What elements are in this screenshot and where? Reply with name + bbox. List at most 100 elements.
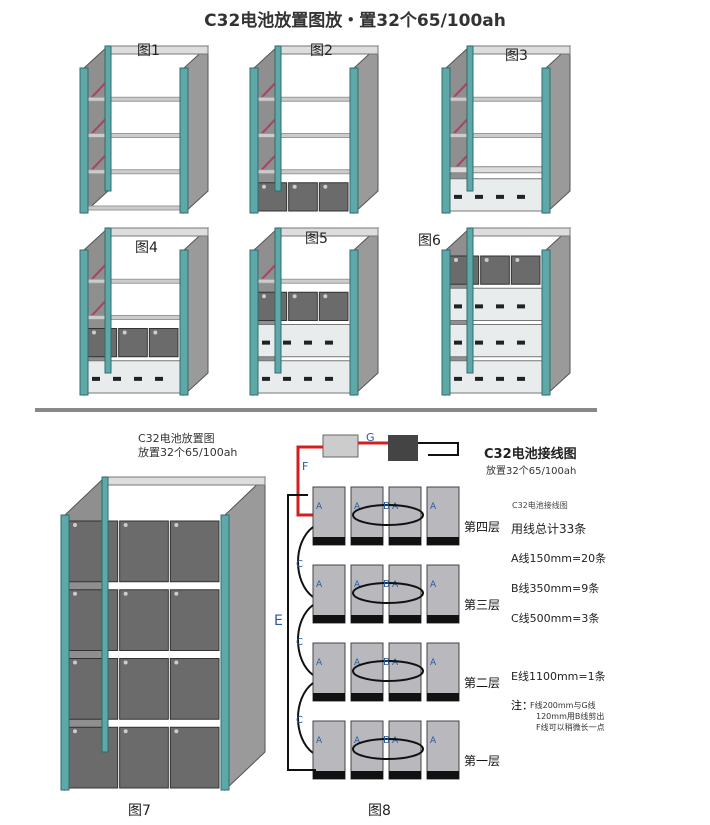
- battery: [169, 520, 220, 583]
- wire-label-a: A: [316, 736, 323, 746]
- battery-terminal: [174, 660, 179, 665]
- battery-base: [351, 615, 383, 623]
- battery-base: [313, 693, 345, 701]
- wire-label-b: B: [383, 501, 390, 512]
- battery: [68, 520, 119, 583]
- front-left-post: [249, 249, 259, 396]
- battery: [119, 726, 169, 789]
- wire-c: C线500mm=3条: [511, 612, 600, 625]
- layer-label: 第一层: [464, 754, 501, 768]
- battery-base: [351, 693, 383, 701]
- battery: [350, 720, 384, 780]
- vent-slot: [454, 340, 462, 345]
- empty-rail: [87, 278, 181, 284]
- fig7-caption-line: C32电池放置图: [138, 432, 215, 445]
- right-side-panel: [224, 475, 266, 792]
- note-line: F线200mm与G线: [530, 701, 596, 710]
- vent-slot: [454, 304, 462, 309]
- figure-3: [432, 28, 582, 223]
- wire-label-a: A: [354, 580, 361, 590]
- battery: [426, 486, 460, 546]
- battery-base: [427, 615, 459, 623]
- vent-slot: [304, 376, 312, 381]
- wire-label-a: A: [354, 502, 361, 512]
- wire-b-loop: [352, 504, 424, 526]
- wire-b-loop: [352, 660, 424, 682]
- vent-slot: [325, 340, 333, 345]
- figure-label: 图4: [135, 240, 158, 256]
- wire-label-b: B: [383, 579, 390, 590]
- battery-terminal: [292, 184, 297, 189]
- page-title: C32电池放置图放・置32个65/100ah: [204, 11, 506, 31]
- battery-terminal: [323, 184, 328, 189]
- vent-slot: [92, 376, 100, 381]
- wire-label-a: A: [316, 502, 323, 512]
- battery-base: [313, 537, 345, 545]
- wire-label-a: A: [430, 658, 437, 668]
- empty-rail: [449, 96, 543, 102]
- wire-c: [297, 682, 314, 754]
- wire-label-c: C: [296, 715, 303, 726]
- vent-slot: [262, 340, 270, 345]
- vent-slot: [283, 340, 291, 345]
- battery-terminal: [123, 729, 128, 734]
- battery-base: [389, 693, 421, 701]
- wire-neg: [418, 442, 459, 456]
- battery: [312, 564, 346, 624]
- battery-terminal: [73, 523, 77, 527]
- wire-c: [297, 604, 314, 676]
- figure-2: [240, 28, 390, 223]
- figure-label: 图5: [305, 231, 328, 247]
- battery-terminal: [174, 523, 179, 527]
- front-left-post: [60, 514, 70, 791]
- battery-base: [351, 771, 383, 779]
- fig8-subtitle: 放置32个65/100ah: [486, 466, 577, 477]
- rack-drawing: [79, 226, 209, 397]
- battery: [169, 726, 220, 789]
- rack-drawing: [441, 44, 571, 215]
- wire-label-a: A: [316, 580, 323, 590]
- empty-rail: [257, 96, 351, 102]
- battery: [68, 589, 119, 651]
- wire-label-a: A: [430, 736, 437, 746]
- battery-terminal: [123, 660, 128, 665]
- battery: [350, 486, 384, 546]
- battery-terminal: [323, 294, 328, 299]
- front-left-post: [249, 67, 259, 214]
- front-left-post: [79, 249, 89, 396]
- vent-slot: [517, 194, 525, 199]
- vent-slot: [304, 340, 312, 345]
- battery-terminal: [262, 294, 266, 299]
- figure-label: 图1: [137, 43, 160, 59]
- front-right-post: [349, 249, 359, 396]
- figure-label: 图8: [368, 803, 391, 819]
- vent-slot: [155, 376, 163, 381]
- wire-label-g: G: [366, 431, 375, 444]
- battery-terminal: [73, 729, 77, 734]
- wire-a: A线150mm=20条: [511, 552, 607, 565]
- layer-label: 第四层: [464, 520, 501, 534]
- battery: [169, 658, 220, 720]
- note: F线200mm与G线 120mm用B线剪出 F线可以稍微长一点: [530, 700, 605, 733]
- front-left-post: [441, 67, 451, 214]
- front-right-post: [179, 67, 189, 214]
- battery-terminal: [515, 258, 520, 262]
- rack-drawing: [249, 44, 379, 215]
- battery: [350, 564, 384, 624]
- figure-6: [432, 210, 582, 405]
- wire-label-a: A: [430, 580, 437, 590]
- battery-terminal: [174, 729, 179, 734]
- wire-label-c: C: [296, 559, 303, 570]
- vent-slot: [134, 376, 142, 381]
- empty-rail: [449, 133, 543, 138]
- battery: [119, 589, 169, 651]
- figure-7-full-rack: [60, 475, 266, 792]
- battery: [68, 658, 119, 720]
- wire-label-f: F: [302, 460, 308, 473]
- wire-e: [287, 494, 316, 771]
- battery: [119, 658, 169, 720]
- battery: [388, 486, 422, 546]
- legend-heading: C32电池接线图: [512, 501, 568, 510]
- figure-label: 图6: [418, 233, 441, 249]
- battery-terminal: [153, 330, 158, 335]
